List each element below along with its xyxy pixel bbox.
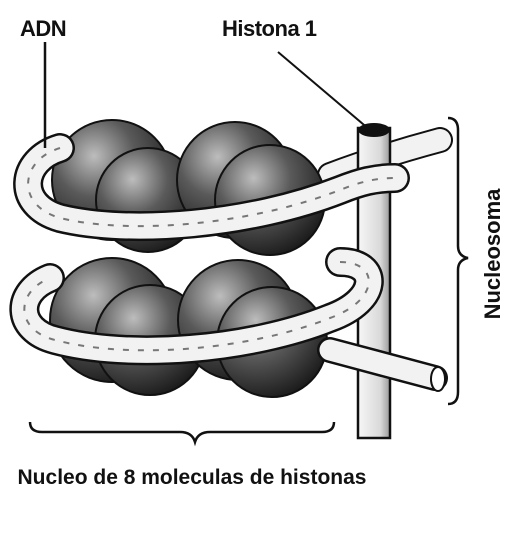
core-bracket <box>30 422 334 442</box>
nucleosome-bracket <box>448 118 468 404</box>
histone-core-label: Nucleo de 8 moleculas de histonas <box>12 462 372 494</box>
histone1-label: Histona 1 <box>222 16 317 42</box>
nucleosome-label: Nucleosoma <box>480 189 506 320</box>
dna-label: ADN <box>20 16 66 42</box>
histone1-leader-line <box>278 52 370 130</box>
